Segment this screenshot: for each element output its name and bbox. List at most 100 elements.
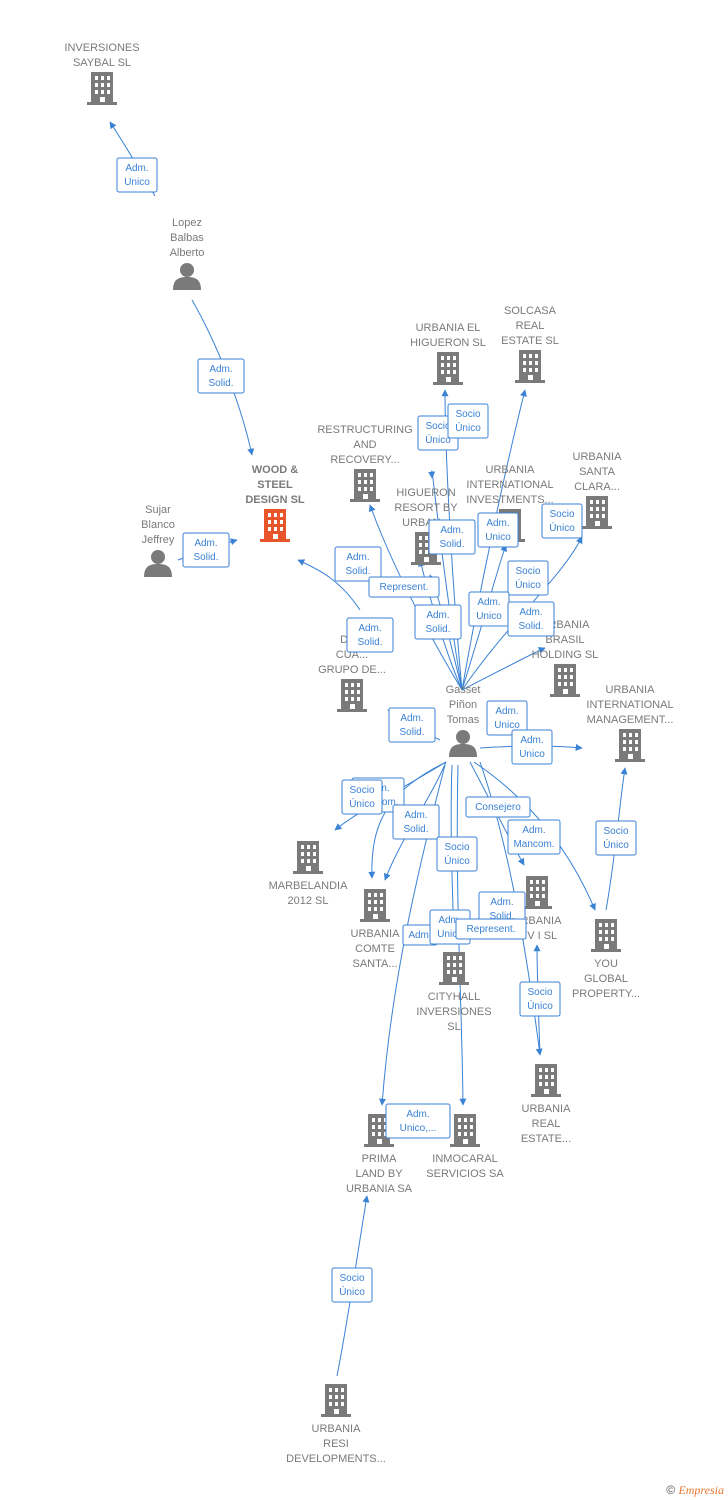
relation-label[interactable]: Adm.Unico — [477, 512, 519, 548]
relation-text: Único — [444, 854, 470, 867]
node-label: Jeffrey — [142, 534, 175, 546]
relation-box — [331, 1267, 373, 1303]
relation-label[interactable]: Adm.Solid. — [414, 604, 462, 640]
node-label: SL — [447, 1021, 460, 1033]
building-icon — [439, 952, 469, 985]
node-label: RESORT BY — [394, 502, 458, 514]
relation-label[interactable]: Represent. — [455, 918, 527, 940]
relation-label[interactable]: Adm.Unico — [486, 700, 528, 736]
relation-label[interactable]: Consejero — [465, 796, 531, 818]
node-restructuring[interactable]: RESTRUCTURINGANDRECOVERY... — [317, 424, 413, 502]
relation-text: Solid. — [208, 378, 233, 389]
relation-box — [447, 403, 489, 439]
node-label: DEVELOPMENTS... — [286, 1453, 386, 1465]
building-icon — [293, 841, 323, 874]
relation-label[interactable]: Adm.Solid. — [182, 532, 230, 568]
relation-label[interactable]: Adm.Solid. — [334, 546, 382, 582]
relation-text: Solid. — [357, 637, 382, 648]
node-label: INTERNATIONAL — [586, 699, 673, 711]
relation-label[interactable]: Adm.Mancom. — [507, 819, 561, 855]
relation-label[interactable]: Represent. — [368, 576, 440, 598]
relation-label[interactable]: Adm.Unico — [468, 591, 510, 627]
relation-label[interactable]: Adm.Solid. — [388, 707, 436, 743]
relation-label[interactable]: Adm.Unico — [511, 729, 553, 765]
building-icon — [260, 509, 290, 542]
building-icon — [531, 1064, 561, 1097]
relation-box — [511, 729, 553, 765]
relation-label[interactable]: Adm.Solid. — [392, 804, 440, 840]
building-icon — [350, 469, 380, 502]
node-label: ESTATE SL — [501, 335, 559, 347]
relation-text: Socio — [527, 987, 552, 998]
relation-text: Unico — [494, 720, 520, 731]
node-santaclara[interactable]: URBANIASANTACLARA... — [573, 451, 623, 529]
brand-name: Empresia — [678, 1483, 724, 1497]
node-label: 2012 SL — [288, 895, 329, 907]
relation-text: Socio — [603, 826, 628, 837]
building-icon — [360, 889, 390, 922]
relation-label[interactable]: Adm.Solid. — [428, 519, 476, 555]
relation-label[interactable]: Adm. Solid. — [346, 617, 394, 653]
relation-label[interactable]: Adm.Unico — [116, 157, 158, 193]
relation-box — [436, 836, 478, 872]
relation-text: Socio — [339, 1273, 364, 1284]
node-label: Tomas — [447, 714, 480, 726]
node-label: SERVICIOS SA — [426, 1168, 504, 1180]
relation-text: Socio — [455, 409, 480, 420]
relation-box — [346, 617, 394, 653]
node-label: Lopez — [172, 217, 202, 229]
node-uintinv[interactable]: URBANIAINTERNATIONALINVESTMENTS... — [466, 464, 554, 542]
relation-box — [465, 796, 531, 818]
relation-text: Adm. — [346, 552, 369, 563]
building-icon — [87, 72, 117, 105]
node-realestate[interactable]: URBANIAREALESTATE... — [521, 1064, 571, 1145]
relation-box — [428, 519, 476, 555]
node-label: AND — [353, 439, 376, 451]
building-icon — [450, 1114, 480, 1147]
relation-label[interactable]: Adm.Solid. — [197, 358, 245, 394]
node-comte[interactable]: URBANIACOMTESANTA... — [351, 889, 401, 970]
relation-text: Mancom. — [513, 839, 554, 850]
node-label: INVESTMENTS... — [466, 494, 553, 506]
node-uintmgmt[interactable]: URBANIAINTERNATIONALMANAGEMENT... — [586, 684, 674, 762]
relation-box — [455, 918, 527, 940]
relation-label[interactable]: Adm.Unico,... — [385, 1103, 451, 1139]
building-icon — [591, 919, 621, 952]
person-icon — [144, 550, 172, 577]
node-label: GLOBAL — [584, 973, 628, 985]
relation-edge — [461, 544, 507, 691]
relation-text: Solid. — [403, 824, 428, 835]
node-resi[interactable]: URBANIARESIDEVELOPMENTS... — [286, 1384, 386, 1465]
node-label: SANTA... — [352, 958, 397, 970]
relation-text: Unico — [437, 929, 463, 940]
relation-text: Solid. — [518, 621, 543, 632]
relation-label[interactable]: Adm.Solid. — [507, 601, 555, 637]
building-icon — [522, 876, 552, 909]
footer-brand[interactable]: © Empresia — [666, 1483, 724, 1498]
relation-box — [388, 707, 436, 743]
node-youglobal[interactable]: YOUGLOBALPROPERTY... — [572, 919, 640, 1000]
relation-edge — [461, 647, 546, 691]
relation-text: Unico,... — [400, 1123, 437, 1134]
relation-text: Único — [455, 421, 481, 434]
relation-text: Adm. — [358, 623, 381, 634]
